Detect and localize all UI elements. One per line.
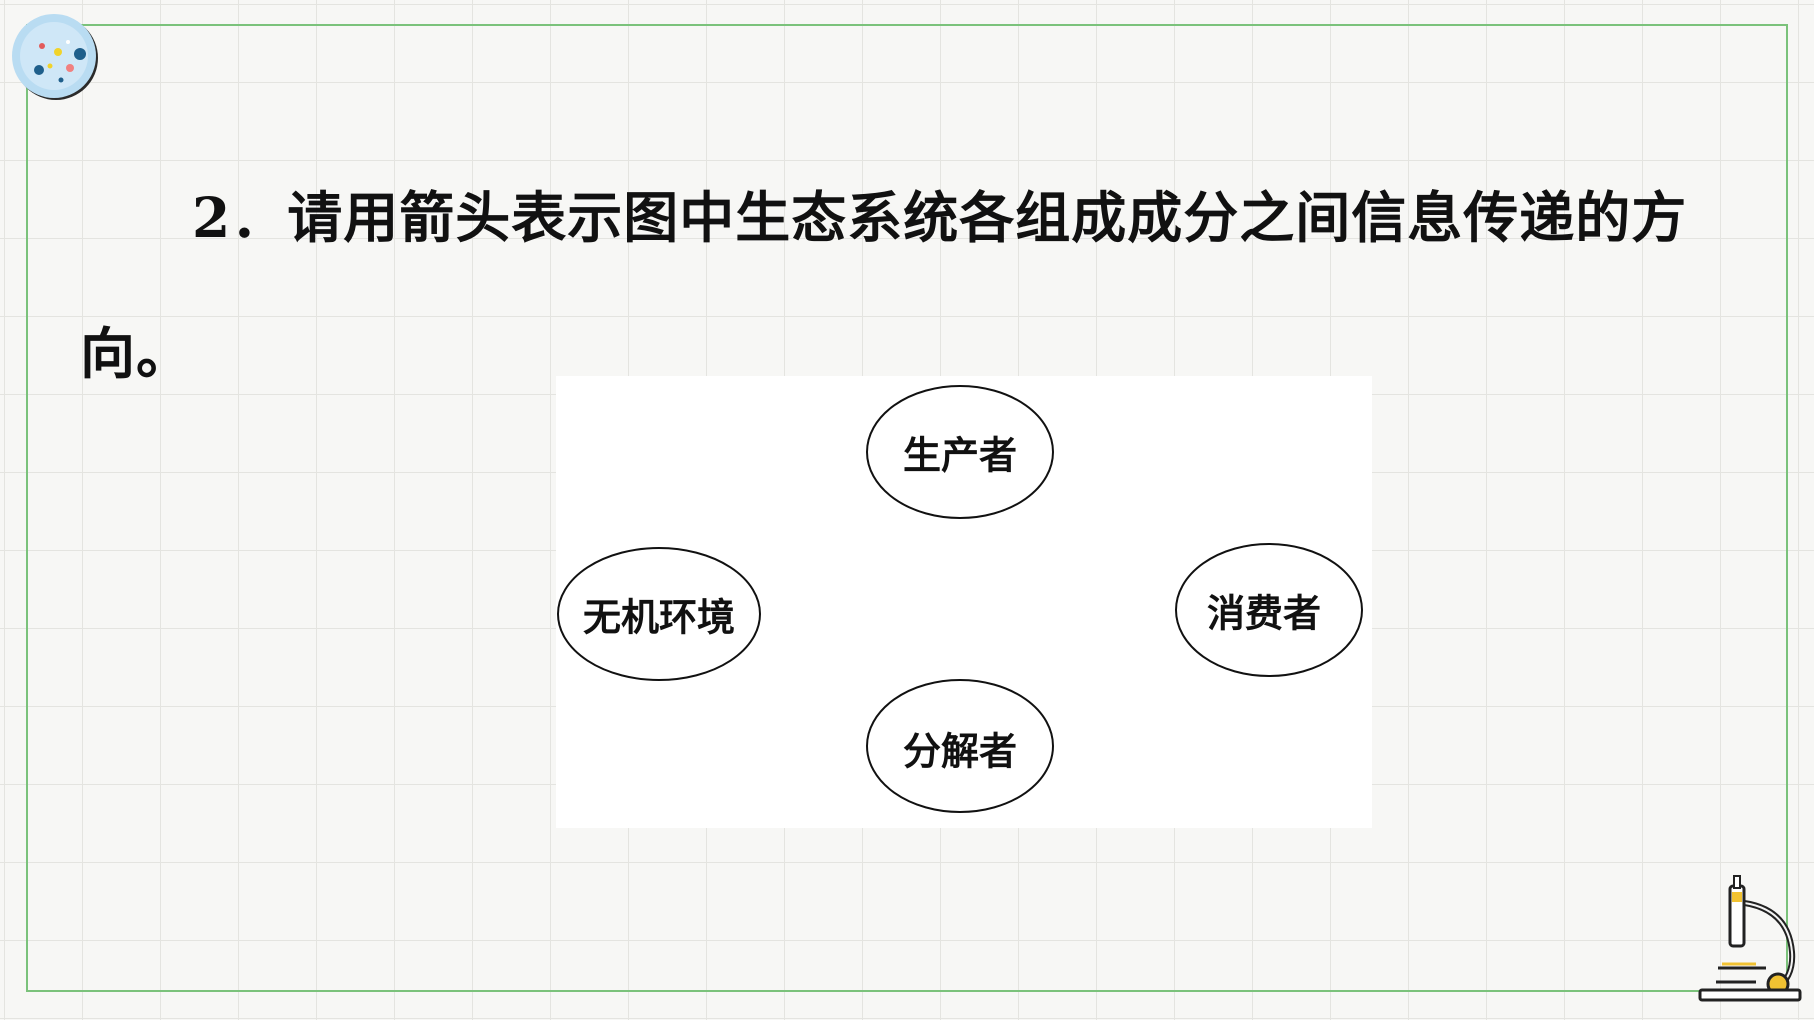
diagram-ellipses — [557, 385, 1363, 813]
ecosystem-diagram: 生产者 无机环境 消费者 分解者 — [556, 376, 1372, 828]
consumer-ellipse — [1175, 543, 1363, 677]
producer-ellipse — [866, 385, 1054, 519]
slide-frame — [26, 24, 1788, 992]
decomposer-ellipse — [866, 679, 1054, 813]
microscope-icon — [1698, 875, 1802, 1002]
abiotic-ellipse — [557, 547, 761, 681]
node-label-producer: 生产者 — [902, 432, 1018, 478]
node-label-decomposer: 分解者 — [902, 728, 1018, 774]
science-badge-icon — [12, 14, 98, 100]
question-text: 2．请用箭头表示图中生态系统各组成成分之间信息传递的方向。 — [80, 185, 1688, 386]
node-label-consumer: 消费者 — [1206, 590, 1322, 636]
node-label-abiotic: 无机环境 — [582, 594, 736, 640]
